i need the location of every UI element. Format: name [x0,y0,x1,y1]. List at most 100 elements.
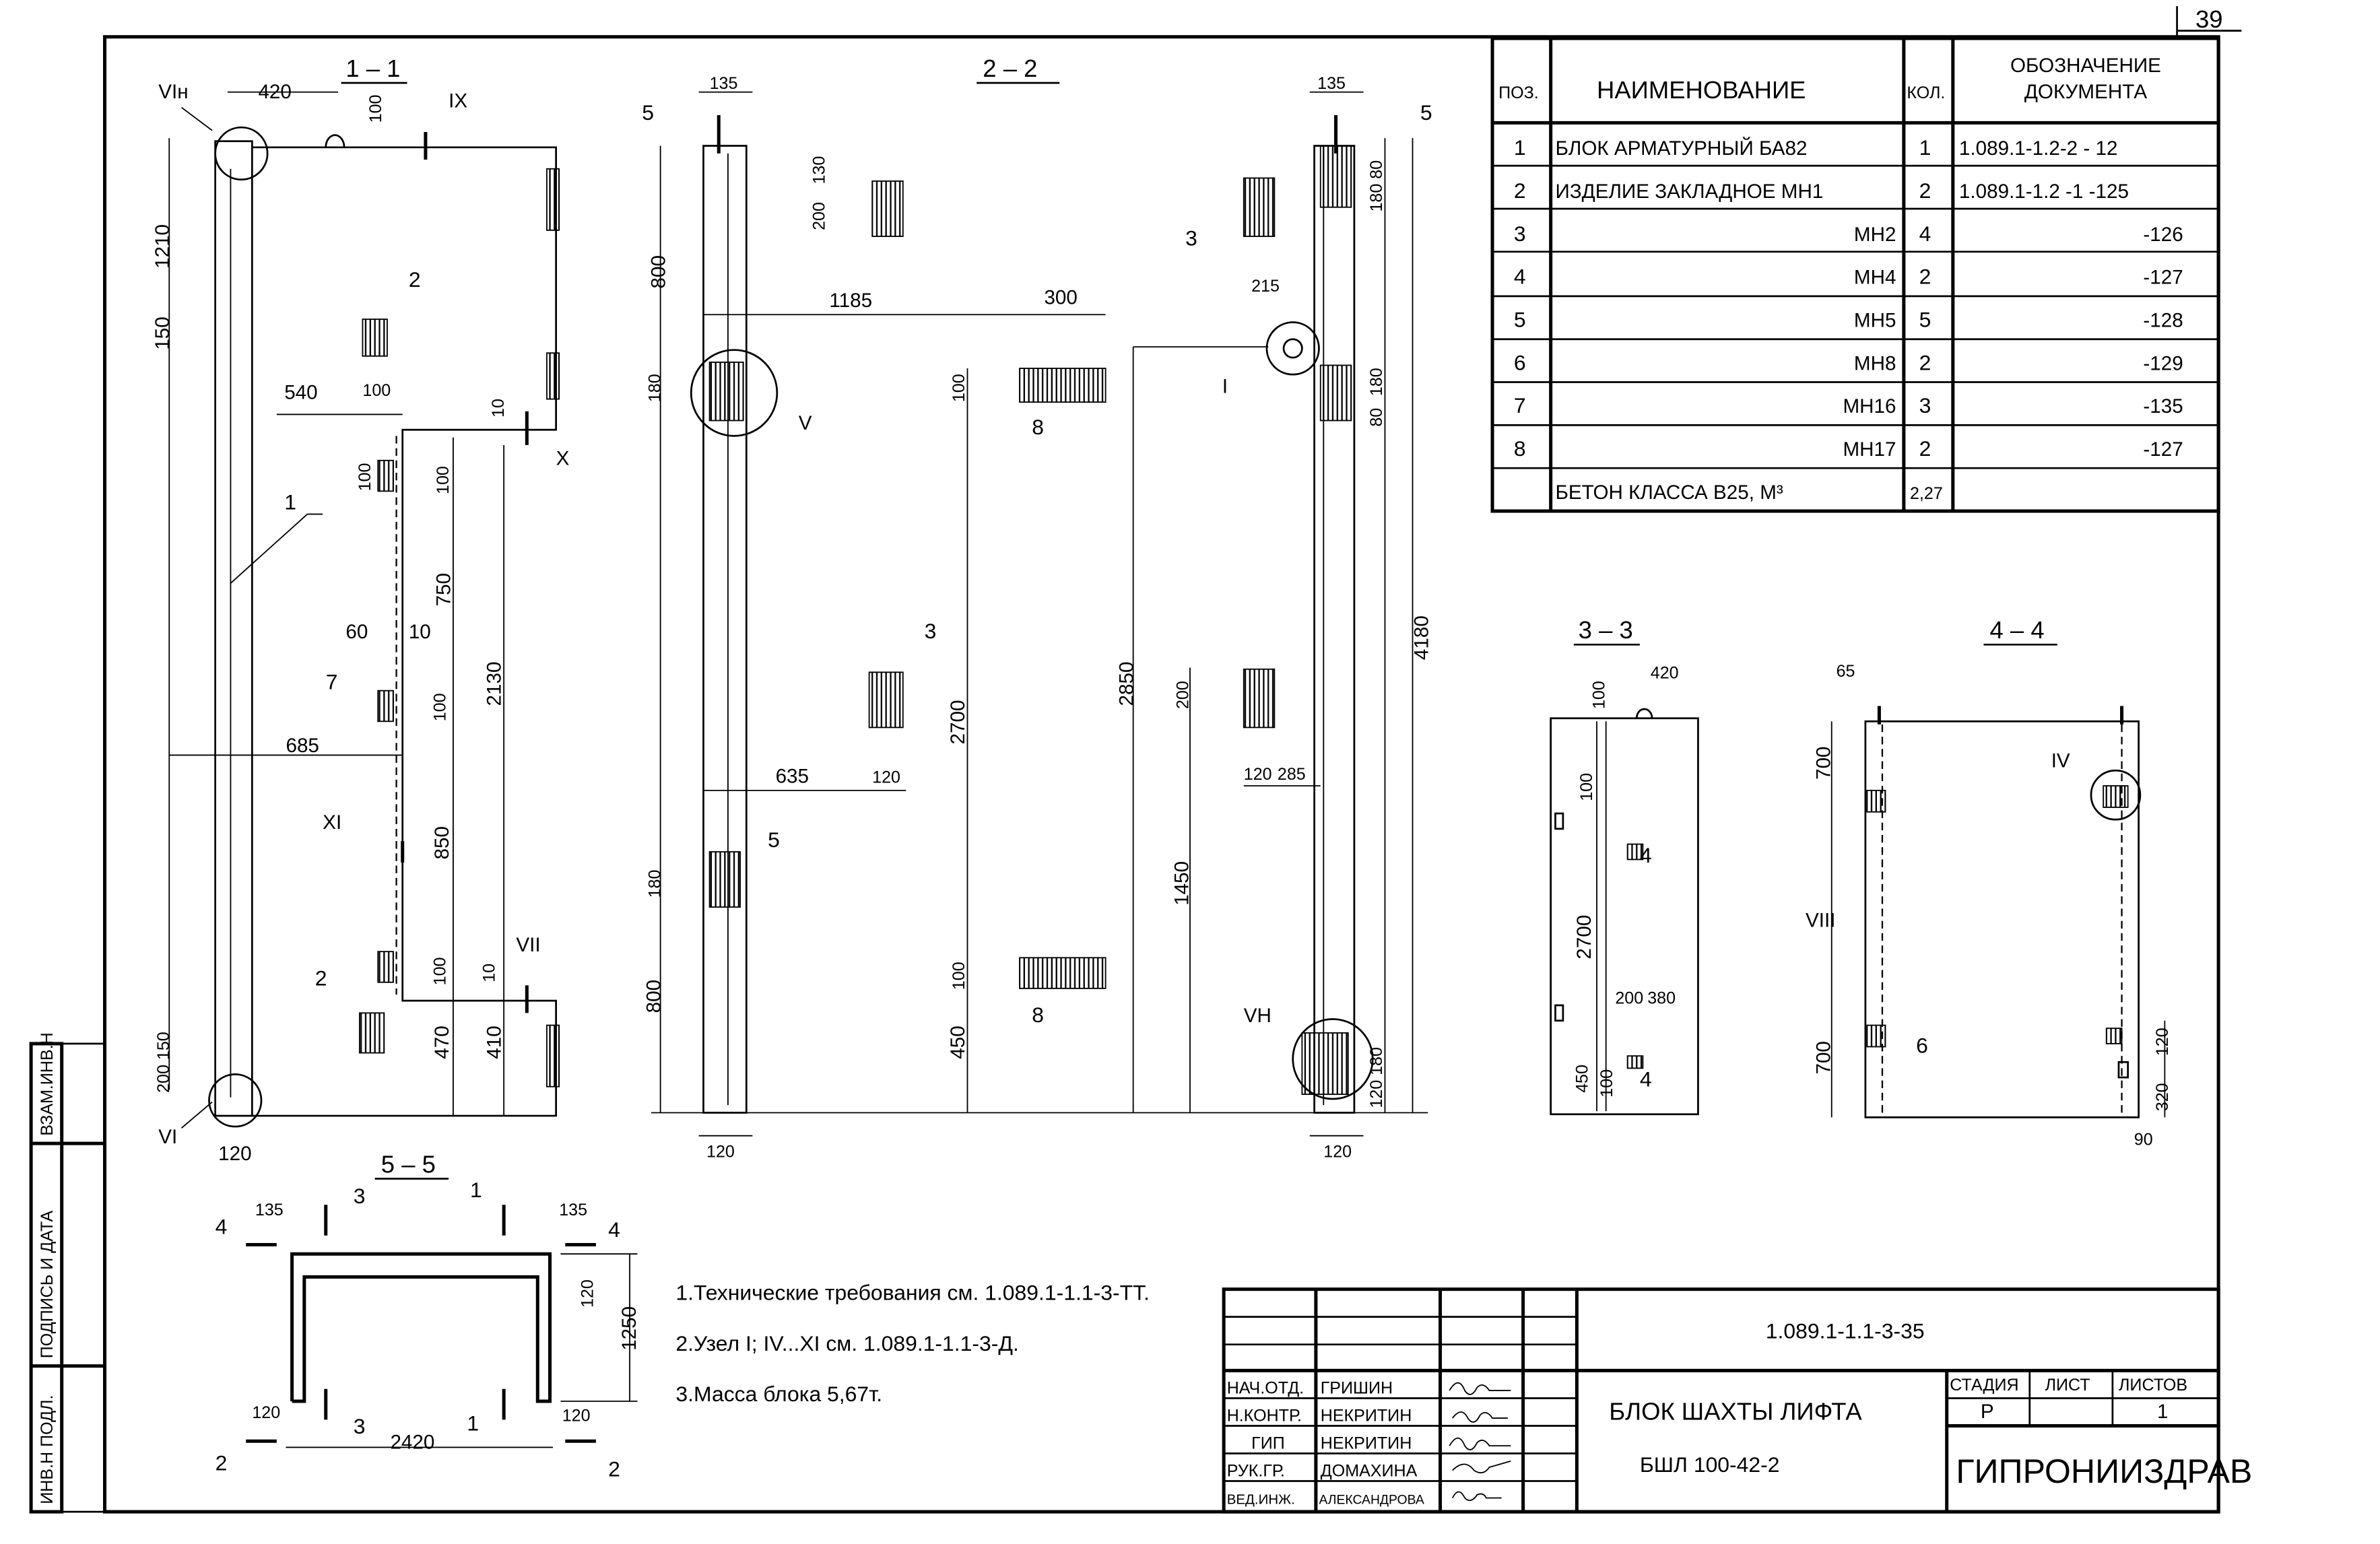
dim-label: 100 [366,95,385,123]
cell-qty: 2 [1919,178,1931,203]
dim-label: 380 [1647,989,1676,1008]
dim-label: 1210 [152,224,174,269]
signer-role: Н.КОНТР. [1227,1407,1302,1425]
header-doc: ОБОЗНАЧЕНИЕ ДОКУМЕНТА [2010,53,2161,103]
section-cut-mark: 4 [216,1215,228,1239]
dim-label: 100 [950,374,968,402]
signer-role: ГИП [1251,1434,1285,1453]
cell-pos: 7 [1514,393,1526,417]
cell-name: МН17 [1843,438,1896,461]
dim-label: 135 [559,1201,587,1219]
handwritten-signatures [1449,1382,1511,1502]
view-title-5-5: 5 – 5 [381,1150,436,1178]
cell-name: МН16 [1843,395,1896,417]
table-row: 8 МН17 2 -127 [1514,436,2183,461]
section-cut-mark: 1 [470,1178,482,1202]
node-label: VI [158,1126,177,1148]
dim-label: 135 [255,1201,284,1219]
dim-label: 180 [646,374,665,402]
dim-label: 1185 [829,290,872,312]
dim-label: 2700 [947,700,969,745]
node-label: IV [2051,750,2070,772]
dim-label: 100 [1597,1069,1616,1098]
section-3-3-labels: 3 – 3 100 420 100 4 2700 200 380 450 100… [1573,616,1678,1098]
dim-label: 180 [646,870,665,898]
general-notes: 1.Технические требования см. 1.089.1-1.1… [675,1281,1150,1406]
dim-label: 470 [431,1026,453,1059]
dim-label: 100 [434,466,453,494]
page-number: 39 [2195,5,2223,33]
dim-label: 120 [706,1143,735,1162]
dim-label: 90 [2134,1130,2153,1149]
section-view-1-1 [168,91,560,1129]
dim-label: 120 [562,1407,591,1425]
dim-label: 4180 [1410,615,1432,660]
cell-pos: 4 [1514,265,1526,289]
section-cut-mark: 5 [1420,100,1432,125]
section-4-4-labels: 4 – 4 65 700 IV VIII 6 700 120 320 90 [1806,616,2172,1149]
node-label: V [799,412,812,434]
position-mark: 5 [768,828,780,852]
cell-qty: 3 [1919,393,1931,417]
dim-label: 200 [1615,989,1643,1008]
cell-pos: 6 [1514,350,1526,374]
dim-label: 420 [258,81,291,103]
section-view-4-4 [1830,706,2166,1118]
node-IV-marker [2090,769,2142,821]
dim-label: 120 [2153,1028,2172,1056]
position-mark: 6 [1916,1034,1928,1058]
specification-table: ПОЗ. НАИМЕНОВАНИЕ КОЛ. ОБОЗНАЧЕНИЕ ДОКУМ… [1490,36,2220,513]
dim-label: 200 [1174,681,1193,709]
node-VIn-marker [214,126,269,181]
node-label: XI [323,811,341,834]
cell-doc: -127 [2143,438,2183,461]
dim-label: 120 [1323,1143,1352,1162]
side-stamp: ИНВ.Н ПОДЛ. ПОДПИСЬ И ДАТА ВЗАМ.ИНВ.Н [29,1032,106,1514]
dim-label: 800 [647,255,669,288]
section-cut-mark: 2 [216,1451,228,1475]
node-label: VН [1244,1005,1271,1027]
note-2: 2.Узел I; IV...XI см. 1.089.1-1.1-3-Д. [675,1331,1018,1355]
dim-label: 300 [1044,286,1077,308]
view-title-3-3: 3 – 3 [1579,616,1633,644]
title-block: 1.089.1-1.1-3-35 БЛОК ШАХТЫ ЛИФТА БШЛ 10… [1222,1287,2252,1514]
cell-name: БЛОК АРМАТУРНЫЙ БА82 [1555,137,1807,160]
table-row: 4 МН4 2 -127 [1514,265,2183,289]
signer-name: НЕКРИТИН [1321,1434,1412,1453]
node-label: X [556,448,570,470]
dim-label: 120 180 [1367,1047,1386,1108]
cell-doc: 1.089.1-1.2 -1 -125 [1959,180,2129,203]
organization-name: ГИПРОНИИЗДРАВ [1956,1452,2252,1490]
section-view-5-5 [246,1205,638,1448]
section-cut-mark: 3 [354,1184,366,1208]
dim-label: 285 [1278,765,1306,784]
position-mark: 8 [1032,1003,1044,1027]
header-qty: КОЛ. [1907,83,1945,102]
dim-label: 700 [1812,1041,1834,1074]
embedded-part-2 [362,318,388,357]
dim-label: 180 [1367,368,1386,396]
dim-label: 10 [409,621,431,643]
cell-doc: -127 [2143,267,2183,289]
cell-name: ИЗДЕЛИЕ ЗАКЛАДНОЕ МН1 [1555,180,1823,203]
cell-doc: 1.089.1-1.2-2 - 12 [1959,137,2118,160]
cell-doc: -126 [2143,224,2183,246]
stamp-inv-original: ИНВ.Н ПОДЛ. [38,1395,57,1504]
sheet-label: ЛИСТ [2045,1376,2090,1395]
dim-label: 800 [643,980,665,1013]
dim-label: 320 [2153,1083,2172,1111]
position-mark: 2 [315,966,327,990]
dim-label: 685 [286,735,319,757]
cell-qty: 2,27 [1910,484,1943,503]
section-cut-mark: 1 [467,1411,479,1435]
signer-role: ВЕД.ИНЖ. [1227,1492,1295,1508]
dim-label: 200 [810,202,829,230]
view-title-1-1: 1 – 1 [345,55,400,82]
section-cut-mark: 2 [608,1457,620,1481]
node-label: VIII [1806,910,1835,932]
position-mark: 8 [1032,415,1044,439]
dim-label: 1450 [1171,861,1193,906]
dim-label: 10 [480,964,498,982]
dim-label: 130 [810,156,829,184]
dim-label: 450 [947,1026,969,1059]
